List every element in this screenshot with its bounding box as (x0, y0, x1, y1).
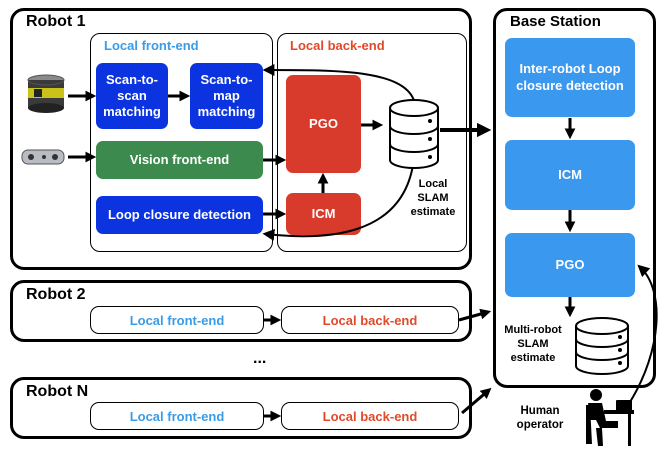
robot-2-frontend: Local front-end (90, 306, 264, 334)
robot-1-title: Robot 1 (26, 13, 86, 30)
robot-n-panel (10, 377, 472, 439)
local-frontend-title: Local front-end (104, 38, 199, 53)
vision-frontend-block: Vision front-end (96, 141, 263, 179)
inter-robot-loop-closure-block: Inter-robot Loop closure detection (505, 38, 635, 117)
base-station-title: Base Station (510, 13, 601, 30)
robot-n-backend: Local back-end (281, 402, 459, 430)
loop-closure-block: Loop closure detection (96, 196, 263, 234)
base-icm-block: ICM (505, 140, 635, 210)
pgo-block: PGO (286, 75, 361, 173)
robot-2-title: Robot 2 (26, 286, 86, 303)
robot-2-backend: Local back-end (281, 306, 459, 334)
local-backend-panel (277, 33, 467, 252)
icm-block: ICM (286, 193, 361, 235)
local-database-icon (389, 99, 439, 169)
multi-robot-database-icon (575, 317, 629, 375)
lidar-icon (27, 74, 65, 113)
robot-n-frontend: Local front-end (90, 402, 264, 430)
camera-icon (21, 149, 65, 165)
robot-2-panel (10, 280, 472, 342)
robot-1-panel (10, 8, 472, 270)
human-operator-icon (586, 389, 634, 446)
base-pgo-block: PGO (505, 233, 635, 297)
local-backend-title: Local back-end (290, 38, 385, 53)
base-station-panel (493, 8, 656, 388)
ellipsis: ... (253, 350, 267, 367)
local-frontend-panel (90, 33, 273, 252)
scan-to-map-block: Scan-to-map matching (190, 63, 263, 129)
human-operator-label: Human operator (516, 405, 564, 432)
multi-robot-slam-estimate-label: Multi-robot SLAM estimate (504, 324, 562, 364)
local-slam-estimate-label: Local SLAM estimate (410, 178, 456, 218)
scan-to-scan-block: Scan-to-scan matching (96, 63, 168, 129)
robot-n-title: Robot N (26, 383, 89, 400)
